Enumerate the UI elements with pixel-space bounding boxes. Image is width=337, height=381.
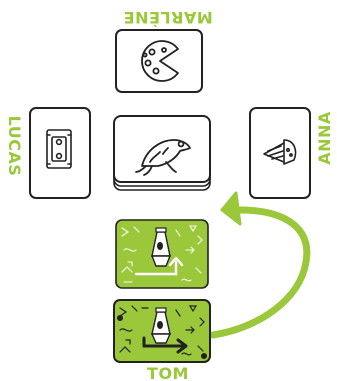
- player-name-right: ANNA: [315, 111, 334, 165]
- card-left[interactable]: [30, 108, 90, 198]
- card-top[interactable]: [116, 30, 202, 92]
- player-name-top: MARLÈNE: [123, 8, 213, 27]
- pass-direction-arrow-icon: [213, 193, 307, 335]
- player-name-bottom: TOM: [147, 364, 189, 381]
- card-right[interactable]: [250, 108, 310, 198]
- card-tom-upper[interactable]: [116, 220, 208, 288]
- card-tom-lower[interactable]: [114, 300, 210, 362]
- player-name-left: LUCAS: [5, 116, 24, 177]
- center-deck[interactable]: [114, 116, 210, 190]
